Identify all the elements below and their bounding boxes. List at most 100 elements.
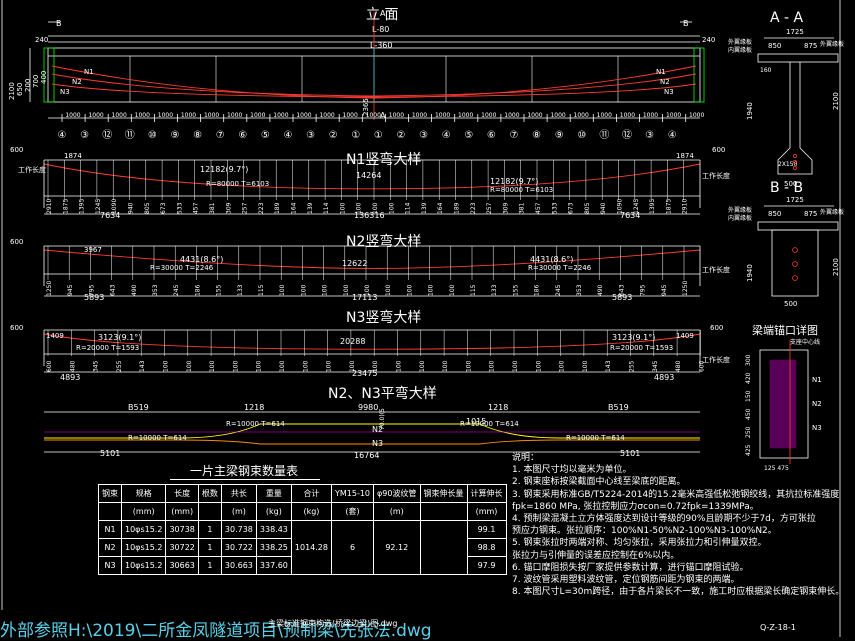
n1-ordinate-label: 381 bbox=[209, 202, 216, 214]
n2-ordinate-label: 945 bbox=[67, 284, 74, 296]
aa-top-width: 1725 bbox=[786, 28, 804, 36]
table-row: N1 10φs15.2 30738 1 30.738 338.43 1014.2… bbox=[98, 520, 507, 575]
table-cell: N3 bbox=[98, 556, 122, 575]
n3-ordinate-label: 100 bbox=[582, 360, 589, 372]
n3-ordinate-label: 255 bbox=[629, 360, 636, 372]
n3-ordinate-label: 100 bbox=[535, 360, 542, 372]
spacing-label: 1000 bbox=[250, 112, 265, 119]
table-cell: 337.60 bbox=[255, 556, 292, 575]
n3-total-length: 23475 bbox=[352, 369, 377, 378]
n1-left-length: 1874 bbox=[64, 152, 82, 160]
n2-radius-left: R=30000 T=2246 bbox=[150, 264, 214, 272]
diaphragm-number-circle: ① bbox=[351, 130, 360, 141]
n3-ordinate-label: 480 bbox=[675, 360, 682, 372]
table-header-row: 钢束 规格 长度 根数 共长 重量 合计 YM15-10 φ90波纹管 钢束伸长… bbox=[98, 484, 507, 503]
table-cell: 30738 bbox=[165, 520, 199, 539]
note-line: 7. 波纹管采用塑料波纹管，定位钢筋间距为钢束的两端。 bbox=[512, 575, 740, 586]
n2-work-length-right: 工作长度 bbox=[702, 265, 730, 274]
bb-duct-circle bbox=[792, 247, 798, 253]
table-unit: (m) bbox=[373, 502, 421, 521]
n1-work-length-right: 工作长度 bbox=[702, 171, 730, 180]
section-aa-title: A - A bbox=[770, 10, 804, 26]
n1-left-top-label: 600 bbox=[10, 146, 23, 154]
n3-ordinate-label: 600 bbox=[698, 360, 705, 372]
n3-ordinate-label: 143 bbox=[139, 360, 146, 372]
aa-duct-circle bbox=[793, 154, 797, 158]
anchor-tendon-label: N3 bbox=[812, 424, 822, 432]
note-line: 6. 锚口摩阻损失按厂家提供参数计算，进行锚口摩阻试验。 bbox=[512, 562, 749, 573]
section-marker-b-left: B bbox=[56, 19, 62, 28]
n3-arc-left: 3123(9.1°) bbox=[98, 333, 141, 342]
table-header: 合计 bbox=[290, 484, 332, 503]
diaphragm-number-circle: ③ bbox=[80, 130, 89, 141]
table-header: φ90波纹管 bbox=[373, 484, 421, 503]
notes-block: 说明： 1. 本图尺寸均以毫米为单位。 2. 钢束座标按梁截面中心线至梁底的距离… bbox=[512, 452, 844, 598]
table-cell-duct-length: 92.12 bbox=[373, 520, 421, 575]
anchor-bottom-dims: 125 475 bbox=[764, 465, 789, 472]
spacing-label: 1000 bbox=[88, 112, 103, 119]
spacing-label: 1000 bbox=[135, 112, 150, 119]
diaphragm-number-circle: ③ bbox=[306, 130, 315, 141]
n2-ordinate-label: 100 bbox=[343, 284, 350, 296]
n1-ordinate-label: 673 bbox=[568, 202, 575, 214]
n1-ordinate-label: 100 bbox=[339, 202, 346, 214]
n1-ordinate-label: 139 bbox=[307, 202, 314, 214]
elevation-title: 立 面 bbox=[366, 7, 399, 23]
aa-label-inner: 内翼缘板 bbox=[728, 46, 752, 54]
n1-right-top-label: 600 bbox=[712, 146, 725, 154]
table-header: 钢束伸长量 bbox=[419, 484, 468, 503]
aa-sub-dim: 2X150 bbox=[778, 161, 798, 168]
drawing-file-name: 主梁标准钢束构造(桥梁边梁)图.dwg bbox=[268, 619, 398, 628]
anchor-dim-label: 250 bbox=[745, 426, 752, 438]
table-cell-anchor-count: 6 bbox=[330, 520, 375, 575]
spacing-label: 1000 bbox=[181, 112, 196, 119]
n3-right-length: 1409 bbox=[676, 332, 694, 340]
anchor-dim-label: 450 bbox=[745, 408, 752, 420]
n2-ordinate-label: 100 bbox=[406, 284, 413, 296]
aa-height-2: 2100 bbox=[832, 92, 840, 110]
table-unit: (kg) bbox=[290, 502, 332, 521]
n1-ordinate-label: 1245 bbox=[633, 199, 640, 214]
n3-ordinate-label: 100 bbox=[326, 360, 333, 372]
n2-ordinate-label: 155 bbox=[512, 284, 519, 296]
tendon-n2-elevation bbox=[51, 73, 697, 97]
note-line: fpk=1860 MPa, 张拉控制应力σcon=0.72fpk=1339MPa… bbox=[512, 501, 759, 512]
tendon-label-n1: N1 bbox=[84, 68, 94, 76]
n1-ordinate-label: 1090 bbox=[111, 199, 118, 214]
n3-bottom-left: 4893 bbox=[60, 373, 80, 382]
aa-web bbox=[777, 62, 813, 175]
n3-radius-left: R=20000 T=1593 bbox=[76, 344, 139, 352]
n2-ordinate-label: 795 bbox=[88, 284, 95, 296]
diaphragm-number-circle: ① bbox=[374, 130, 383, 141]
bb-label-outer-right: 外翼缘板 bbox=[820, 208, 844, 216]
n23-plan-title: N2、N3平弯大样 bbox=[328, 386, 437, 402]
n2-tendon-curve bbox=[43, 249, 701, 269]
n2-arc-right: 4431(8.6°) bbox=[530, 255, 573, 264]
n3-ordinate-label: 100 bbox=[302, 360, 309, 372]
n3-ordinate-label: 100 bbox=[349, 360, 356, 372]
table-unit bbox=[419, 502, 468, 521]
n1-ordinate-label: 164 bbox=[437, 202, 444, 214]
n2-ordinate-label: 945 bbox=[661, 284, 668, 296]
n2-arc-left: 4431(8.6°) bbox=[180, 255, 223, 264]
n3-ordinate-label: 100 bbox=[186, 360, 193, 372]
aa-label-outer: 外翼缘板 bbox=[728, 38, 752, 46]
n3-left-top-label: 600 bbox=[10, 324, 23, 332]
spacing-label: 1000 bbox=[527, 112, 542, 119]
n3-ordinate-label: 100 bbox=[232, 360, 239, 372]
n23-mid-right: 1015 bbox=[466, 417, 486, 426]
anchor-tendon-label: N1 bbox=[812, 376, 822, 384]
n2-ordinate-label: 353 bbox=[152, 284, 159, 296]
n2-ordinate-label: 115 bbox=[470, 284, 477, 296]
n2-ordinate-label: 1250 bbox=[682, 281, 689, 296]
spacing-label: 1000 bbox=[481, 112, 496, 119]
table-header: 长度 bbox=[165, 484, 199, 503]
anchor-detail-title: 梁端锚口详图 bbox=[752, 324, 818, 337]
spacing-label: 1000 bbox=[458, 112, 473, 119]
n3-mid-length: 20288 bbox=[340, 337, 365, 346]
n2-ordinate-label: 100 bbox=[364, 284, 371, 296]
table-unit: (套) bbox=[330, 502, 375, 521]
n1-right-length: 1874 bbox=[676, 152, 694, 160]
n1-ordinate-label: 100 bbox=[388, 202, 395, 214]
